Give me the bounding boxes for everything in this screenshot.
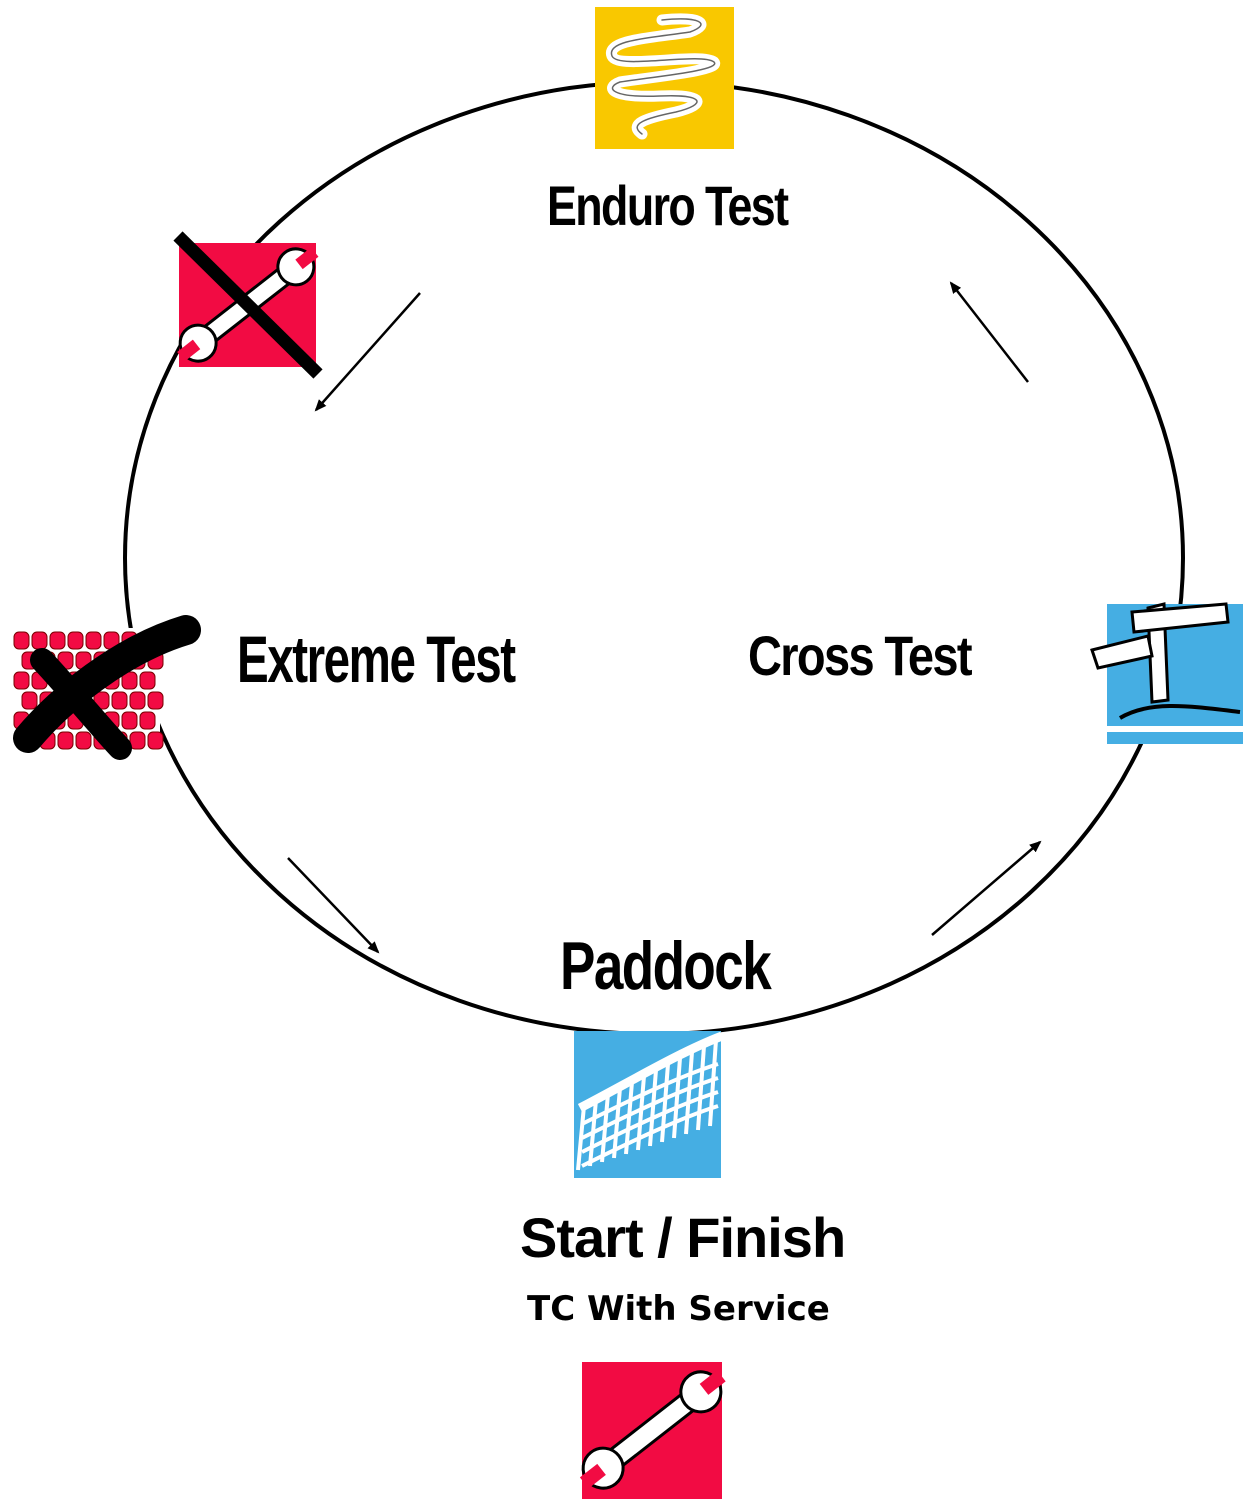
squiggle-icon [595,7,734,149]
cross-test-label: Cross Test [748,624,973,687]
crossed-rock-icon [11,615,201,760]
arrow-extreme-to-paddock [287,857,380,954]
arrow-cross-to-enduro [949,281,1029,383]
enduro-test-label: Enduro Test [547,174,789,237]
paddock-label: Paddock [560,928,772,1004]
tc-service-label: TC With Service [527,1289,830,1329]
finish-net-icon [574,1031,724,1178]
arrow-enduro-to-extreme [314,292,421,412]
wrench-icon [579,1362,726,1499]
start-finish-label: Start / Finish [520,1206,846,1269]
extreme-test-label: Extreme Test [237,622,516,696]
signpost-icon [1090,602,1243,744]
arrow-paddock-to-cross [931,840,1042,936]
crossed-wrench-icon [173,231,323,379]
